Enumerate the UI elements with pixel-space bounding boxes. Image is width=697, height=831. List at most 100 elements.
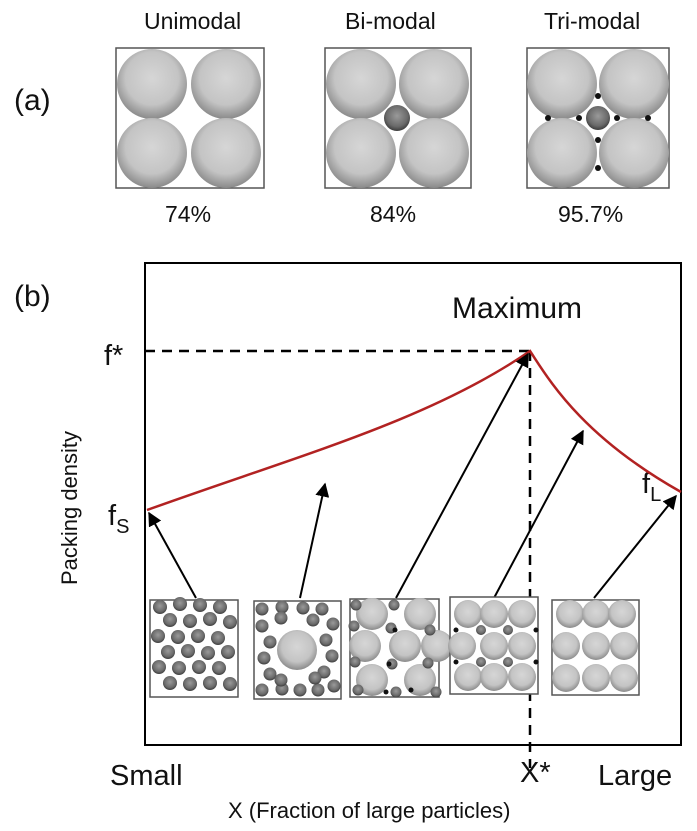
small-particle [183,677,197,691]
small-particle [430,686,442,698]
small-particle [172,661,186,675]
arrow-3 [395,352,529,599]
small-particle [349,656,361,668]
large-particle [277,630,317,670]
small-particle [308,671,322,685]
large-particle [389,630,421,662]
small-particle [503,657,513,667]
bimodal-box [324,47,472,189]
small-particle [306,613,320,627]
small-particle [151,629,165,643]
large-particle [508,663,536,691]
small-particle [263,667,277,681]
small-particle [201,646,215,660]
small-particle [275,600,289,614]
large-particle [454,663,482,691]
small-particle [223,677,237,691]
small-particle [319,633,333,647]
large-particle [582,600,610,628]
small-particle [293,683,307,697]
bimodal-title: Bi-modal [345,8,436,34]
small-particle [257,651,271,665]
small-particle [213,600,227,614]
tiny-particle [392,627,398,633]
small-particle [274,611,288,625]
tiny-particle [453,627,459,633]
large-particle [608,600,636,628]
large-particle [421,630,453,662]
x-axis-label: X (Fraction of large particles) [228,798,511,823]
small-particle [311,683,325,697]
x-large-label: Large [598,760,673,792]
small-particle [192,660,206,674]
small-particle [191,629,205,643]
small-particle [223,615,237,629]
panel-a-label: (a) [14,84,51,117]
small-particle [203,612,217,626]
large-particle [508,632,536,660]
sample-packings [149,596,640,700]
large-particle [448,632,476,660]
tiny-particle [408,687,414,693]
small-particle [161,645,175,659]
panel-b-frame [144,262,682,746]
small-particle [153,600,167,614]
large-particle [610,632,638,660]
large-particle [552,664,580,692]
small-particle [183,614,197,628]
small-particle [422,657,434,669]
small-particle [181,644,195,658]
small-particle [173,597,187,611]
f-l-label: fL [642,468,662,506]
small-particle [152,660,166,674]
large-particle [610,664,638,692]
bimodal-density: 84% [370,201,417,227]
small-particle [327,679,341,693]
large-particle [480,600,508,628]
small-particle [171,630,185,644]
small-particle [325,649,339,663]
small-particle [388,599,400,611]
small-particle [390,686,402,698]
small-particle [221,645,235,659]
large-particle [404,598,436,630]
f-star-label: f* [104,340,124,372]
trimodal-density: 95.7% [558,201,624,227]
arrow-5 [593,494,677,599]
arrow-4 [493,429,584,599]
trimodal-title: Tri-modal [544,8,641,34]
small-particle [212,661,226,675]
x-star-label: X* [520,757,551,789]
f-s-label: fS [108,500,130,538]
small-particle [263,635,277,649]
small-particle [348,620,360,632]
tiny-particle [533,659,539,665]
maximum-label: Maximum [452,292,583,325]
small-particle [476,657,486,667]
x-small-label: Small [110,760,183,792]
large-particle [480,663,508,691]
unimodal-density: 74% [165,201,212,227]
small-particle [255,683,269,697]
small-particle [386,658,398,670]
small-particle [315,602,329,616]
large-particle [349,630,381,662]
small-particle [352,684,364,696]
sample-box-2 [253,600,342,700]
large-particle [356,664,388,696]
large-particle [552,632,580,660]
large-particle [508,600,536,628]
small-particle [255,619,269,633]
small-particle [350,599,362,611]
panel-b-label: (b) [14,280,51,313]
arrow-1 [148,511,197,599]
large-particle [356,598,388,630]
large-particle [480,632,508,660]
small-particle [296,601,310,615]
unimodal-title: Unimodal [144,8,242,34]
unimodal-box [115,47,265,189]
small-particle [163,676,177,690]
trimodal-box [526,47,670,189]
arrows [148,352,677,599]
